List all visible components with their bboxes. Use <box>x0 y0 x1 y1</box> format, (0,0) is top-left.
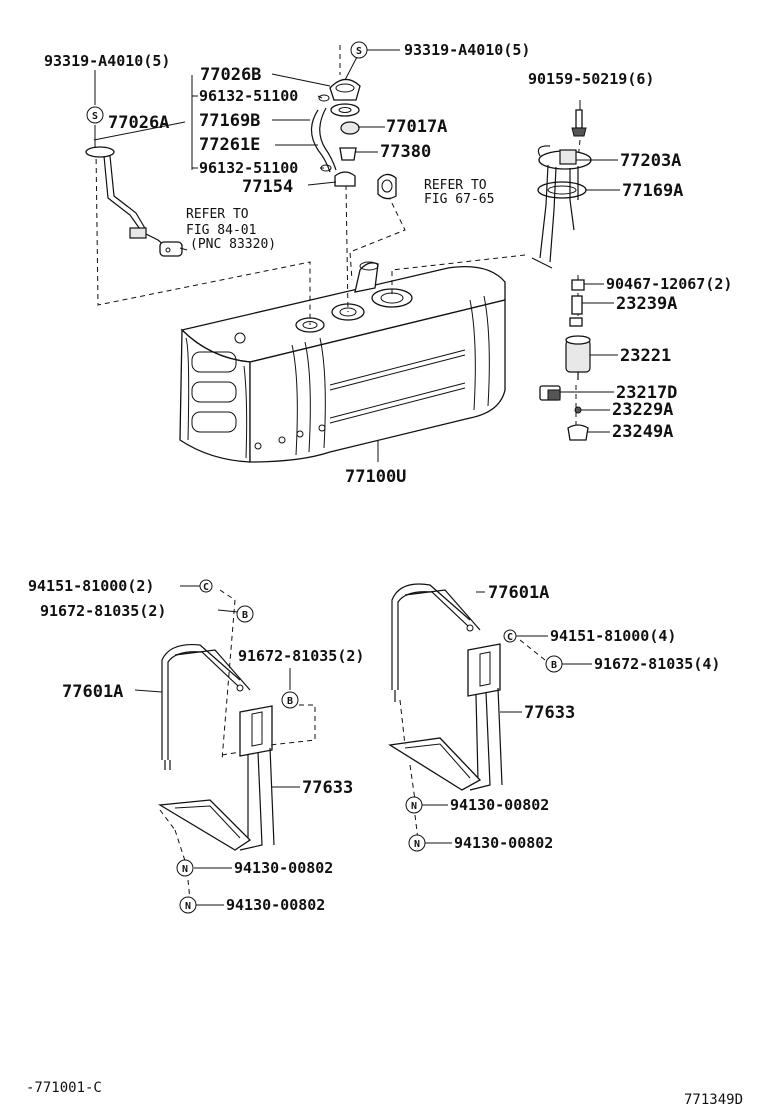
label-93319-a4010-left: 93319-A4010(5) <box>44 52 170 70</box>
top-fittings <box>310 78 397 200</box>
label-91672-81035-left-1: 91672-81035(2) <box>40 602 166 620</box>
label-91672-81035-right: 91672-81035(4) <box>594 655 720 673</box>
gauge-sender <box>85 146 188 257</box>
svg-text:B: B <box>551 660 557 671</box>
symbol-b-1: B <box>236 605 254 623</box>
label-77100u: 77100U <box>345 467 406 487</box>
symbol-b-2: B <box>281 691 299 709</box>
svg-text:C: C <box>507 632 513 643</box>
svg-text:S: S <box>356 46 362 57</box>
label-91672-81035-left-2: 91672-81035(2) <box>238 647 364 665</box>
label-94151-81000-left: 94151-81000(2) <box>28 577 154 595</box>
label-77154: 77154 <box>242 177 293 197</box>
label-77633-right: 77633 <box>524 703 575 723</box>
corner-id-left: -771001-C <box>26 1080 102 1096</box>
right-strap-assembly <box>388 583 546 841</box>
label-77380: 77380 <box>380 142 431 162</box>
label-90159-50219: 90159-50219(6) <box>528 70 654 88</box>
label-93319-a4010-right: 93319-A4010(5) <box>404 41 530 59</box>
label-77169b: 77169B <box>199 111 260 131</box>
left-strap-assembly <box>157 580 316 901</box>
symbol-b-3: B <box>545 655 563 673</box>
label-77601a-right: 77601A <box>488 583 549 603</box>
label-90467-12067: 90467-12067(2) <box>606 275 732 293</box>
refer-note-1-line-3: (PNC 83320) <box>190 237 276 252</box>
label-77026b: 77026B <box>200 65 261 85</box>
svg-text:N: N <box>185 901 191 912</box>
label-94130-00802-right-1: 94130-00802 <box>450 796 549 814</box>
symbol-n-1: N <box>176 859 194 877</box>
refer-note-2-line-1: REFER TO <box>424 178 487 193</box>
label-94151-81000-right: 94151-81000(4) <box>550 627 676 645</box>
label-23221: 23221 <box>620 346 671 366</box>
svg-text:N: N <box>411 801 417 812</box>
label-77203a: 77203A <box>620 151 681 171</box>
label-77026a: 77026A <box>108 113 169 133</box>
svg-text:S: S <box>92 111 98 122</box>
svg-text:C: C <box>203 582 209 593</box>
label-94130-00802-right-2: 94130-00802 <box>454 834 553 852</box>
svg-text:N: N <box>414 839 420 850</box>
label-77633-left: 77633 <box>302 778 353 798</box>
label-96132-51100-top: 96132-51100 <box>199 87 298 105</box>
label-77601a-left: 77601A <box>62 682 123 702</box>
symbol-n-2: N <box>179 896 197 914</box>
label-94130-00802-left-2: 94130-00802 <box>226 896 325 914</box>
symbol-s-2: S <box>350 41 368 59</box>
label-23239a: 23239A <box>616 294 677 314</box>
label-23229a: 23229A <box>612 400 673 420</box>
label-77261e: 77261E <box>199 135 260 155</box>
symbol-s-1: S <box>86 106 104 124</box>
svg-text:N: N <box>182 864 188 875</box>
refer-note-2-line-2: FIG 67-65 <box>424 192 494 207</box>
svg-text:B: B <box>242 610 248 621</box>
fuel-tank <box>179 261 506 463</box>
refer-note-1-line-1: REFER TO <box>186 207 249 222</box>
label-23249a: 23249A <box>612 422 673 442</box>
label-94130-00802-left-1: 94130-00802 <box>234 859 333 877</box>
svg-text:B: B <box>287 696 293 707</box>
symbol-n-3: N <box>405 796 423 814</box>
symbol-c-1: C <box>199 579 213 593</box>
label-77017a: 77017A <box>386 117 447 137</box>
label-96132-51100-bottom: 96132-51100 <box>199 159 298 177</box>
symbol-n-4: N <box>408 834 426 852</box>
symbol-c-2: C <box>503 629 517 643</box>
label-77169a: 77169A <box>622 181 683 201</box>
refer-note-1-line-2: FIG 84-01 <box>186 223 256 238</box>
leader-lines <box>93 49 620 906</box>
label-23217d: 23217D <box>616 383 677 403</box>
pump-assembly <box>531 109 592 441</box>
corner-id-right: 771349D <box>684 1092 743 1108</box>
